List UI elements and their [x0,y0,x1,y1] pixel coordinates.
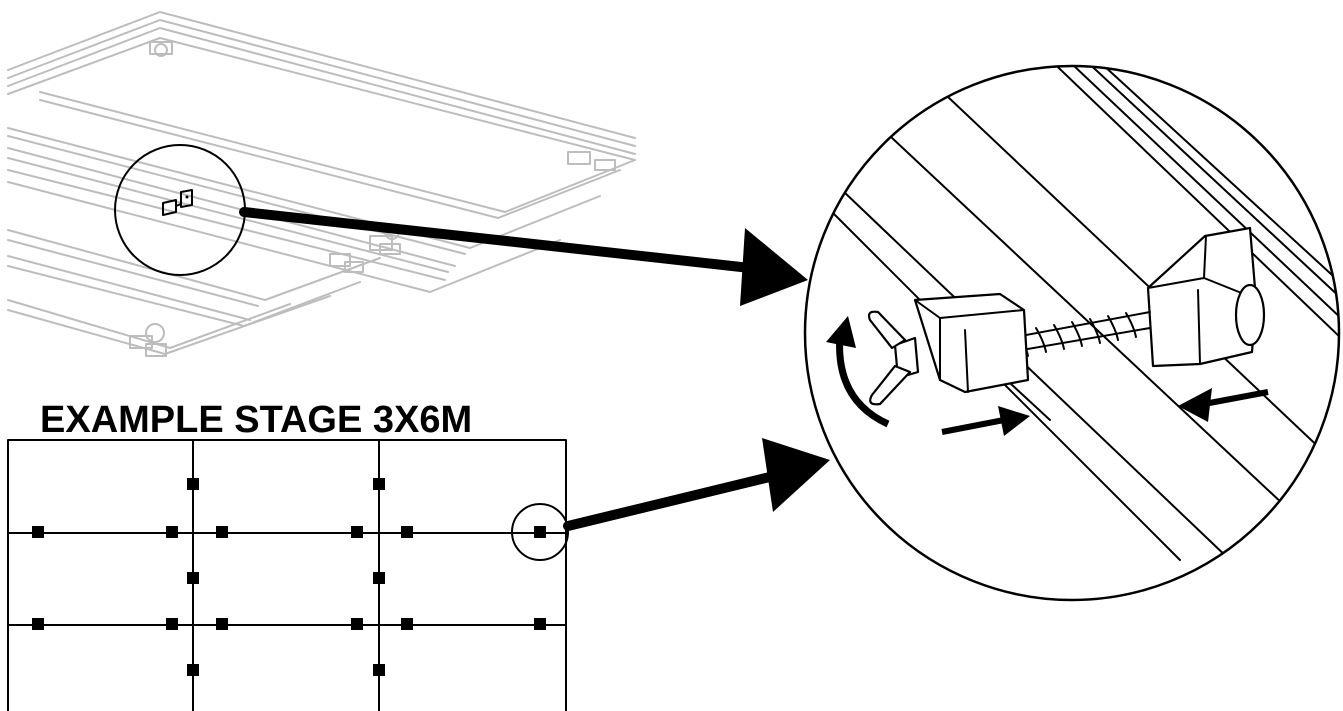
zoom-detail [805,66,1339,561]
clamp-marker [373,572,385,584]
deck-magnifier-circle [114,144,246,276]
clamp-marker [351,618,363,630]
stage-deck-isometric [7,11,636,357]
clamp-marker [187,664,199,676]
zoom-circle [803,64,1341,602]
clamp-jaw-right [1146,226,1266,368]
wing-nut [867,310,920,406]
highlight-circle [511,503,569,561]
clamp-marker [187,478,199,490]
clamp-jaw-left [913,292,1030,394]
stage-grid [7,439,567,711]
straight-arrow-icon [1178,388,1269,422]
clamp-spring [1009,311,1151,357]
clamp-marker [32,526,44,538]
pointer-arrow-lower [563,438,830,531]
clamp-marker [187,572,199,584]
pointer-arrow-upper [239,207,808,306]
clamp-marker [351,526,363,538]
clamp-marker [373,664,385,676]
clamp-marker [166,618,178,630]
clamp-marker [216,618,228,630]
clamp-marker [534,526,546,538]
clamp-marker [401,618,413,630]
clamp-marker [166,526,178,538]
curved-arrow-icon [826,316,890,428]
clamp-marker [32,618,44,630]
clamp-marker [216,526,228,538]
straight-arrow-icon [941,406,1030,436]
diagram-title: EXAMPLE STAGE 3X6M [40,399,472,441]
stage-grid-clamps [32,478,546,676]
clamp-marker [534,618,546,630]
clamp-marker [401,526,413,538]
clamp-marker [373,478,385,490]
